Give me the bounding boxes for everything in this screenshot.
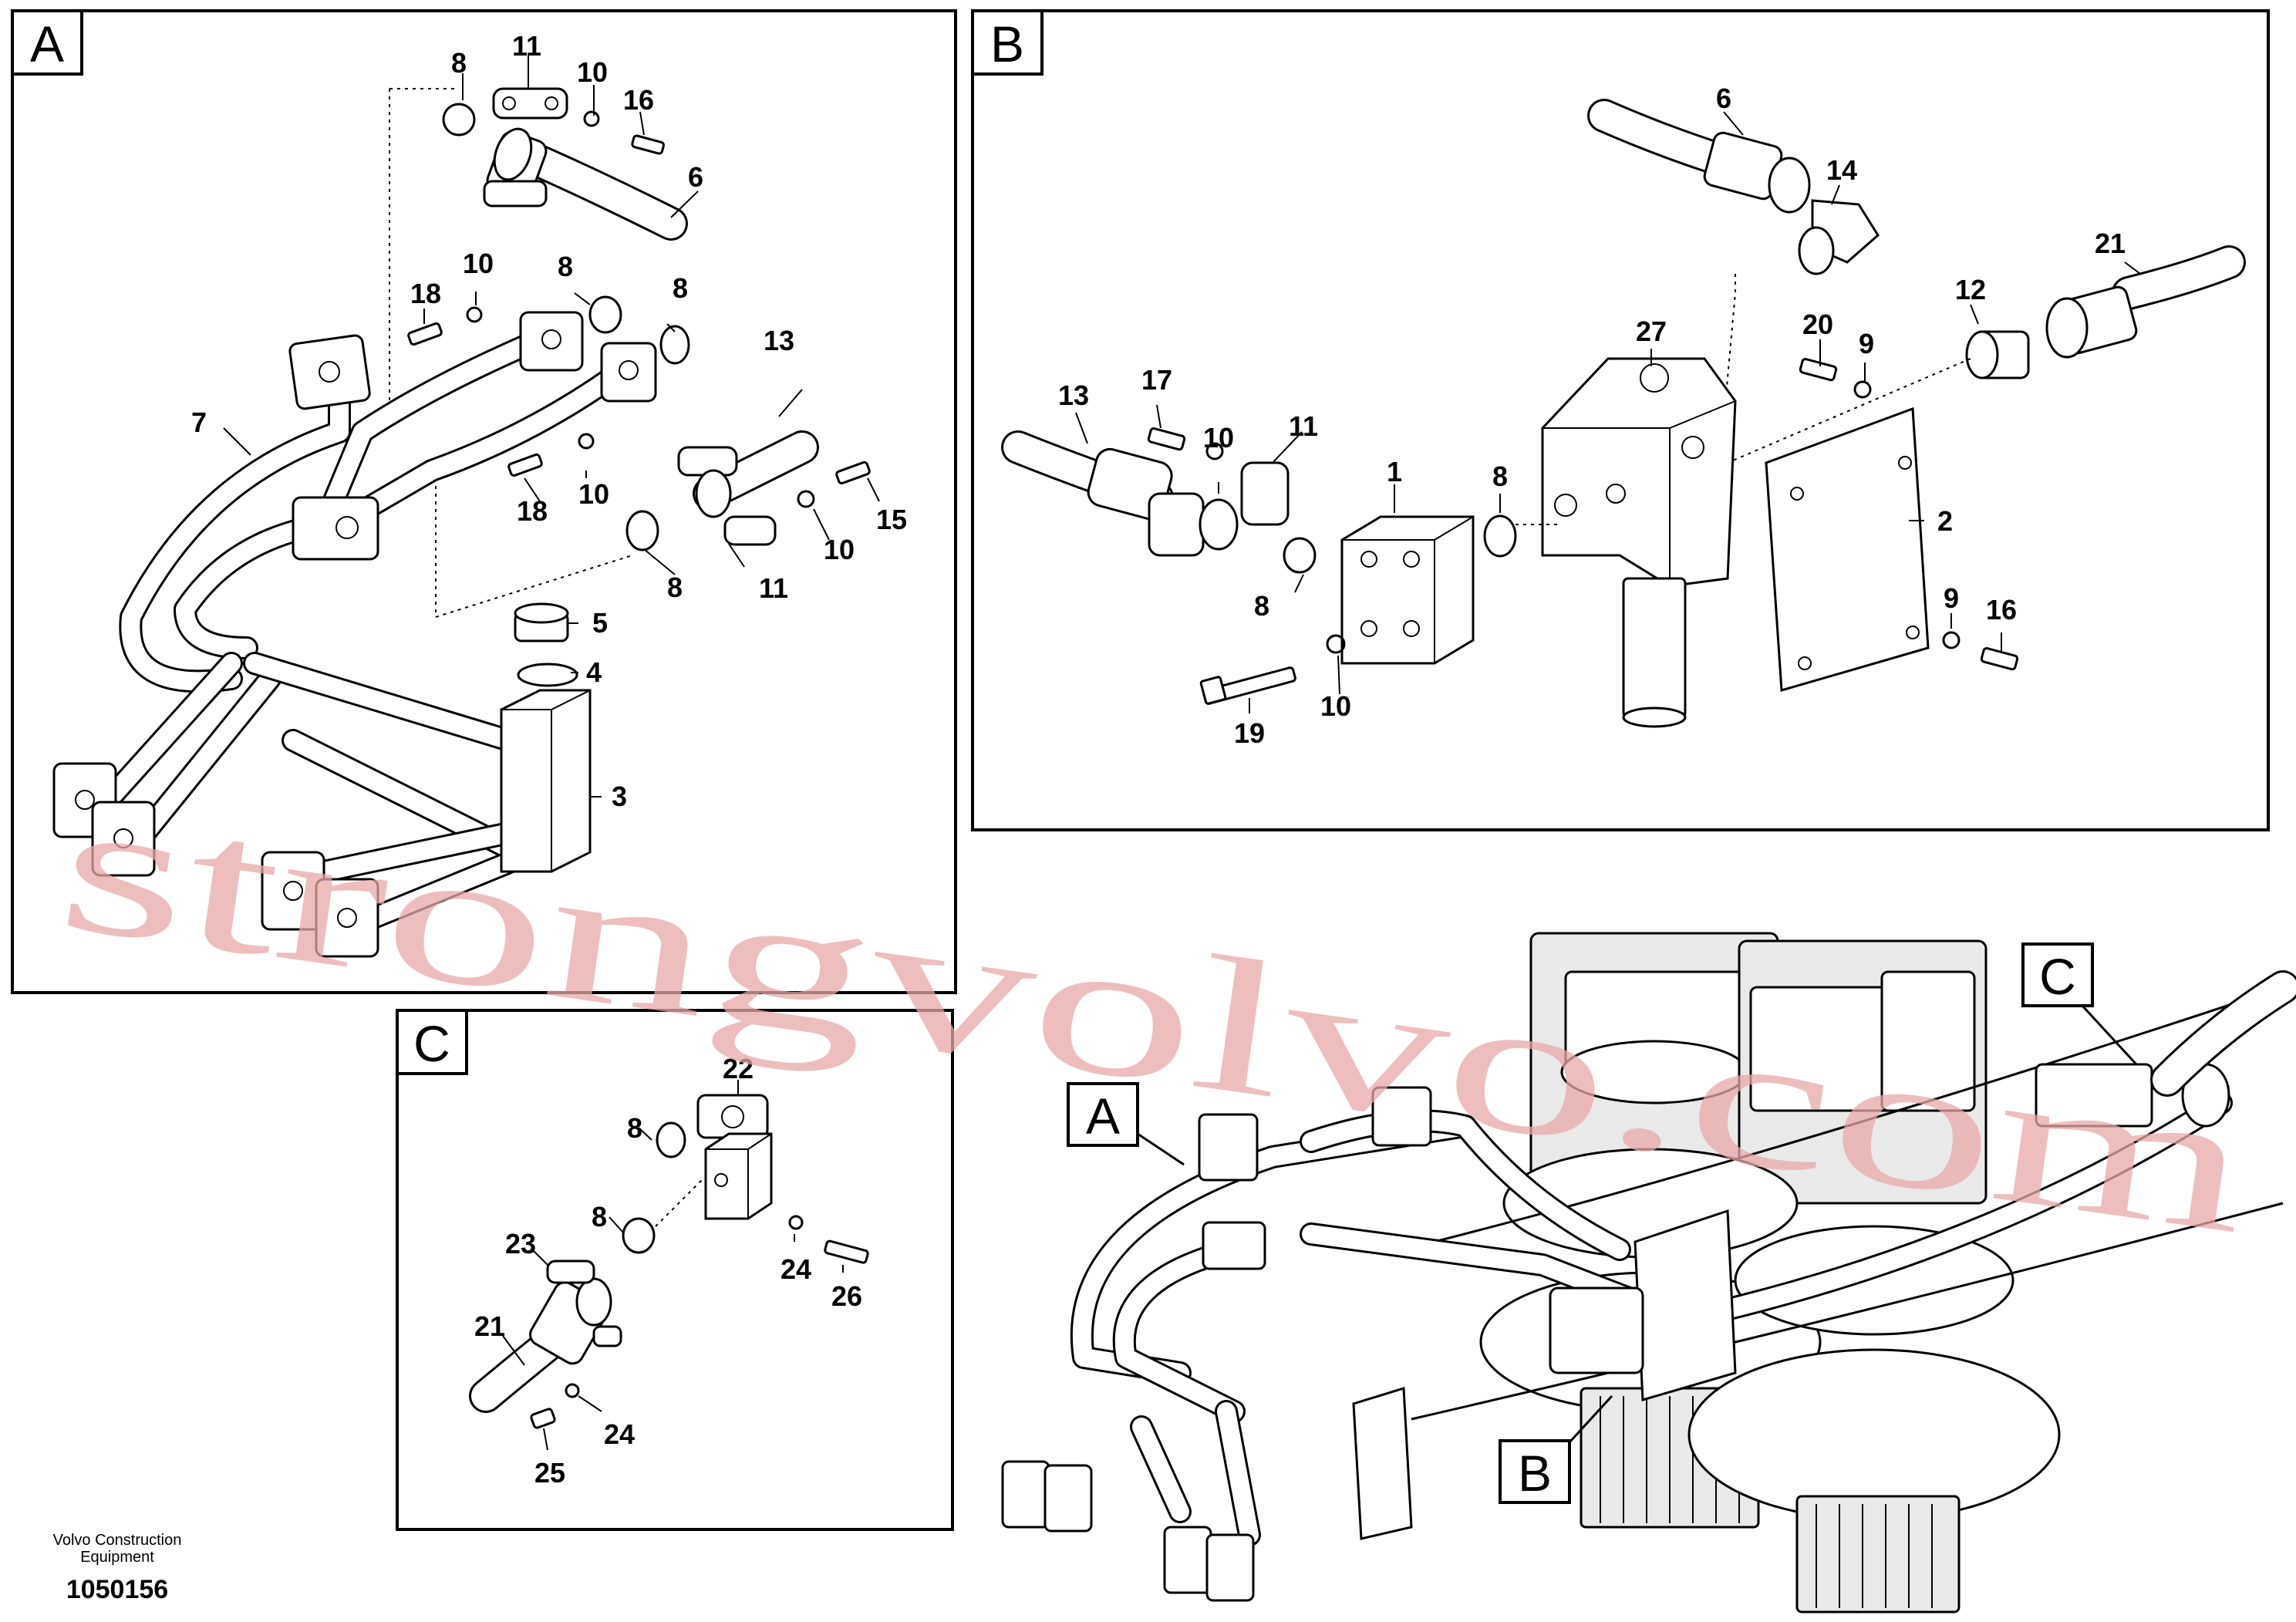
callout: 10 [578,478,609,510]
overview-tag-a: A [1086,1088,1120,1145]
callout: 8 [592,1201,607,1233]
panel-c: C 22 8 8 23 24 26 21 24 25 [396,1009,954,1531]
callout: 12 [1955,274,1986,305]
panel-b: B [971,9,2270,831]
callout: 18 [517,495,548,527]
company-line-2: Equipment [80,1549,154,1566]
callout: 11 [759,572,788,604]
overview-tag-b: B [1518,1445,1552,1502]
callout: 21 [2095,228,2126,259]
callout: 16 [1986,594,2017,626]
callout: 2 [1937,505,1953,537]
company-line-1: Volvo Construction [53,1532,182,1549]
callout: 13 [764,325,794,356]
callout: 11 [1289,410,1318,442]
footer: Volvo Construction Equipment 1050156 [53,1532,182,1604]
callout: 26 [831,1280,862,1312]
callout: 9 [1859,328,1874,359]
overview-assembly: A B C [1001,932,2296,1614]
callout: 8 [1492,460,1508,492]
panel-a: A [11,9,957,994]
callout: 6 [688,161,703,193]
callout: 10 [577,56,608,88]
callout: 10 [1320,690,1351,722]
callout: 8 [451,47,467,79]
callout: 10 [824,534,855,565]
overview-tag-c: C [2039,948,2076,1005]
callout: 19 [1234,717,1265,749]
callout: 27 [1636,315,1667,347]
callout: 14 [1826,154,1857,186]
callout: 4 [586,656,602,688]
callout: 5 [592,607,608,639]
callout: 25 [534,1457,565,1489]
drawing-number: 1050156 [66,1575,168,1604]
callout: 7 [191,406,207,438]
callout: 22 [723,1053,754,1084]
callout: 11 [512,30,541,62]
callout: 9 [1944,582,1959,614]
callout: 21 [474,1310,505,1342]
callout: 18 [410,278,441,309]
callout: 17 [1141,364,1172,396]
callout: 15 [876,504,907,535]
panel-c-letter: C [413,1015,450,1072]
callout: 20 [1802,309,1833,340]
callout: 1 [1387,456,1402,487]
callout: 8 [667,572,683,603]
callout: 24 [604,1418,635,1450]
callout: 10 [463,248,494,279]
callout: 13 [1058,379,1089,411]
callout: 8 [558,251,573,282]
callout: 3 [612,781,627,812]
callout: 23 [505,1228,536,1259]
callout: 16 [623,84,654,116]
panel-a-letter: A [30,15,64,73]
callout: 8 [673,272,688,304]
callout: 6 [1716,83,1731,114]
callout: 10 [1203,422,1234,454]
callout: 8 [1254,590,1269,622]
panel-b-letter: B [990,15,1024,73]
callout: 8 [627,1112,642,1144]
callout: 24 [781,1253,811,1285]
